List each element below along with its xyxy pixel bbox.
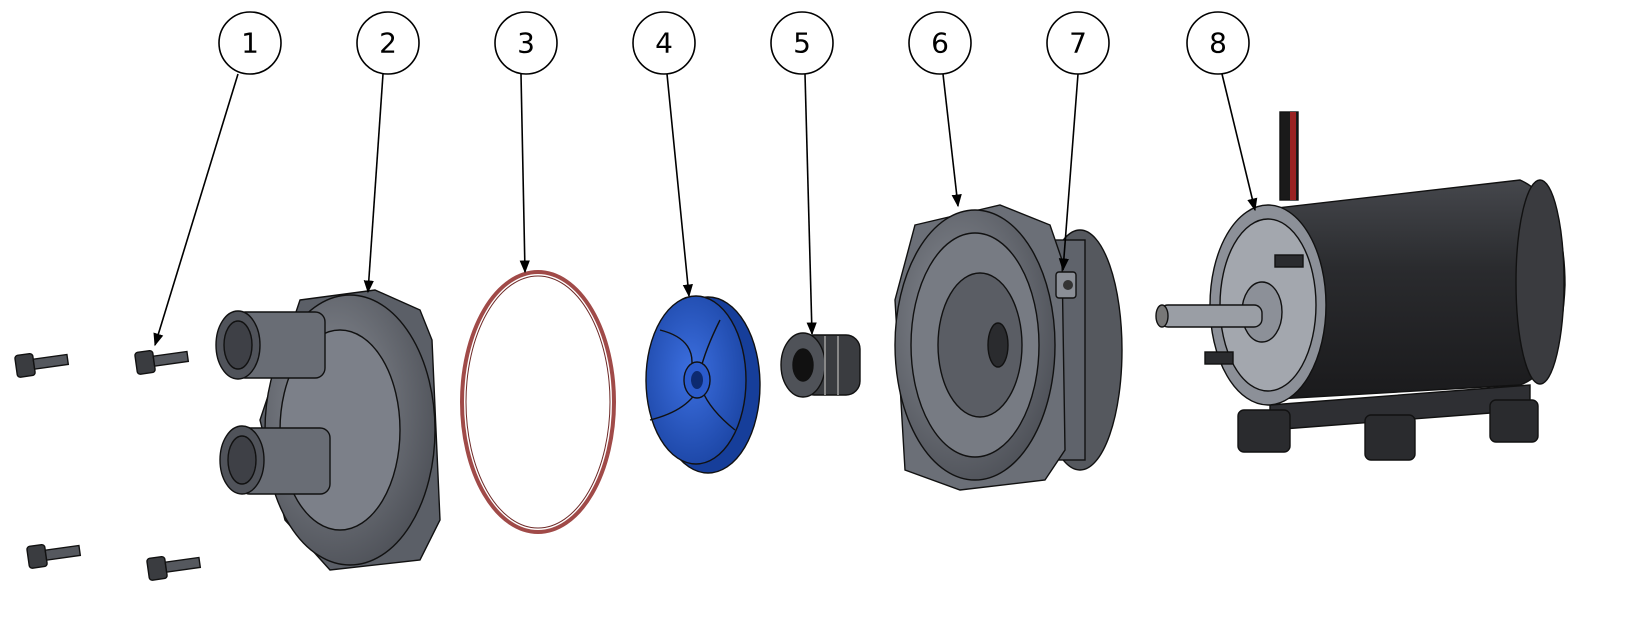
leader-2 — [363, 73, 384, 294]
callout-8: 8 — [1186, 11, 1250, 75]
callout-3: 3 — [494, 11, 558, 75]
pump-body — [894, 204, 1123, 491]
leader-1 — [153, 73, 239, 347]
leader-8 — [1221, 73, 1258, 212]
leader-lines — [153, 73, 1258, 347]
leader-5 — [804, 73, 817, 336]
callout-2: 2 — [356, 11, 420, 75]
leader-4 — [666, 73, 693, 298]
svg-text:6: 6 — [931, 27, 949, 60]
screw — [14, 352, 70, 378]
callout-5: 5 — [770, 11, 834, 75]
svg-text:3: 3 — [517, 27, 535, 60]
leader-7 — [1058, 73, 1079, 272]
impeller — [645, 295, 761, 474]
svg-text:8: 8 — [1209, 27, 1227, 60]
screw — [134, 349, 190, 375]
svg-text:1: 1 — [241, 27, 259, 60]
leader-6 — [942, 73, 962, 208]
nut — [1055, 271, 1077, 299]
callout-6: 6 — [908, 11, 972, 75]
callout-7: 7 — [1046, 11, 1110, 75]
svg-text:4: 4 — [655, 27, 673, 60]
svg-text:2: 2 — [379, 27, 397, 60]
motor — [1155, 111, 1566, 461]
callout-4: 4 — [632, 11, 696, 75]
svg-text:5: 5 — [793, 27, 811, 60]
svg-text:7: 7 — [1069, 27, 1087, 60]
screw-group — [14, 349, 202, 581]
leader-3 — [519, 73, 530, 274]
o-ring — [460, 270, 616, 534]
shaft-seal — [780, 332, 861, 398]
pump-cover — [215, 289, 441, 571]
screw — [26, 543, 82, 569]
callout-1: 1 — [218, 11, 282, 75]
screw — [146, 555, 202, 581]
